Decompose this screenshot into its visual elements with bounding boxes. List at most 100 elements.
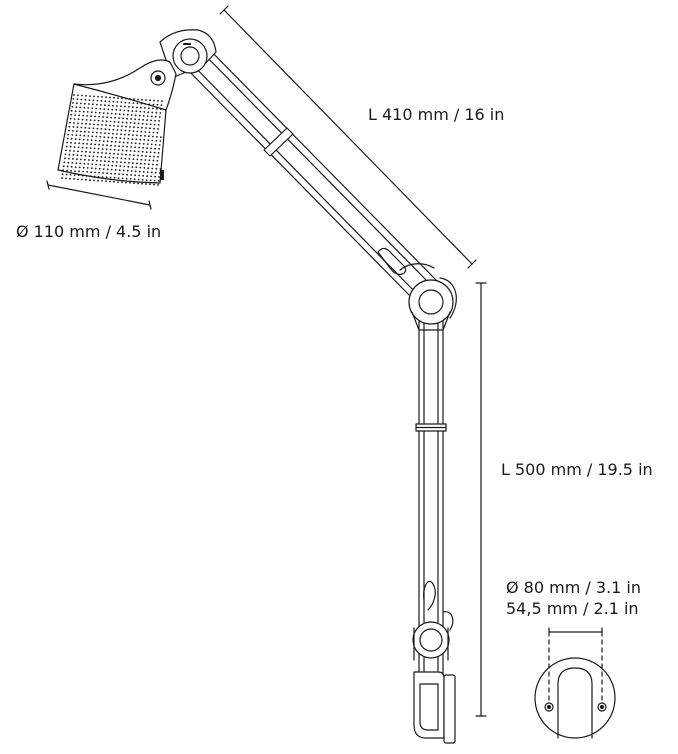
shade-dot (142, 174, 145, 177)
shade-dot (149, 183, 151, 186)
shade-dot (103, 108, 106, 110)
shade-dot (81, 118, 84, 121)
shade-dot (83, 106, 86, 109)
shade-dot (154, 171, 157, 174)
shade-dot (117, 153, 119, 156)
shade-dot (90, 139, 93, 142)
shade-dot (71, 134, 74, 136)
shade-dot (86, 171, 88, 173)
shade-dot (81, 174, 84, 177)
shade-dot (78, 166, 81, 169)
shade-dot (131, 110, 134, 112)
shade-dot (151, 139, 154, 142)
shade-dot (65, 173, 68, 176)
shade-dot (154, 143, 157, 146)
shade-dot (86, 111, 89, 113)
shade-dot (101, 176, 104, 178)
shade-dot (94, 115, 96, 118)
shade-dot (93, 119, 96, 122)
shade-dot (108, 104, 110, 107)
shade-dot (139, 110, 142, 113)
shade-dot (100, 132, 102, 134)
shade-dot (147, 167, 150, 170)
shade-dot (116, 129, 119, 131)
shade-dot (150, 147, 153, 150)
shade-dot (81, 178, 83, 181)
shade-dot (95, 107, 98, 110)
shade-dot (144, 135, 146, 137)
shade-dot (63, 161, 66, 164)
shade-dot (132, 162, 134, 165)
shade-dot (113, 152, 115, 155)
shade-dot (84, 102, 86, 105)
shade-dot (126, 113, 129, 116)
shade-dot (85, 122, 87, 125)
shade-dot (136, 158, 139, 161)
lower-arm-length-label: L 500 mm / 19.5 in (501, 460, 653, 479)
shade-dot (125, 177, 128, 180)
shade-dot (70, 165, 73, 168)
shade-dot (154, 119, 157, 122)
shade-dot (146, 147, 149, 150)
shade-dot (105, 176, 108, 179)
shade-dot (141, 126, 143, 129)
shade-dot (102, 168, 105, 171)
shade-dot (146, 171, 149, 174)
shade-dot (112, 128, 115, 131)
shade-dot (123, 109, 126, 112)
shade-dot (157, 124, 160, 126)
shade-dot (73, 94, 75, 96)
shade-dot (110, 116, 112, 119)
shade-dot (132, 106, 134, 108)
shade-dot (103, 164, 106, 167)
shade-dot (141, 154, 143, 157)
shade-dot (118, 141, 121, 144)
shade-dot (62, 169, 64, 172)
shade-dot (109, 96, 111, 99)
shade-dot (141, 150, 144, 153)
shade-dot (137, 122, 140, 125)
shade-dot (88, 155, 91, 158)
shade-dot (111, 164, 114, 167)
shade-dot (156, 163, 158, 166)
shade-dot (67, 161, 70, 164)
shade-dot (115, 137, 118, 139)
shade-dot (143, 139, 146, 141)
shade-dot (133, 98, 135, 101)
shade-dot (129, 182, 131, 184)
shade-dot (157, 100, 159, 102)
shade-dot (79, 106, 82, 109)
shade-dot (158, 148, 161, 150)
shade-dot (81, 122, 83, 125)
shade-dot (92, 131, 94, 134)
shade-dot (116, 133, 118, 135)
shade-dot (136, 102, 139, 105)
shade-dot (92, 99, 95, 102)
shade-dot (119, 165, 122, 168)
shade-dot (148, 163, 150, 166)
shade-dot (146, 115, 149, 117)
shade-dot (121, 149, 124, 152)
shade-dot (142, 118, 145, 121)
shade-dot (133, 122, 136, 125)
shade-dot (74, 142, 76, 145)
shade-dot (140, 106, 142, 109)
shade-dot (144, 159, 147, 161)
shade-dot (132, 158, 135, 161)
shade-dot (88, 103, 90, 105)
shade-dot (120, 101, 123, 104)
shade-dot (129, 178, 132, 180)
shade-dot (105, 120, 108, 123)
upper-arm-length-label: L 410 mm / 16 in (368, 105, 504, 124)
shade-dot (139, 166, 142, 169)
shade-dot (146, 175, 149, 178)
shade-dot (87, 107, 90, 109)
shade-dot (149, 99, 151, 102)
shade-dot (137, 150, 140, 153)
shade-dot (79, 162, 82, 165)
shade-dot (77, 178, 79, 181)
shade-dot (68, 153, 71, 156)
shade-dot (89, 119, 92, 121)
shade-dot (138, 142, 141, 145)
